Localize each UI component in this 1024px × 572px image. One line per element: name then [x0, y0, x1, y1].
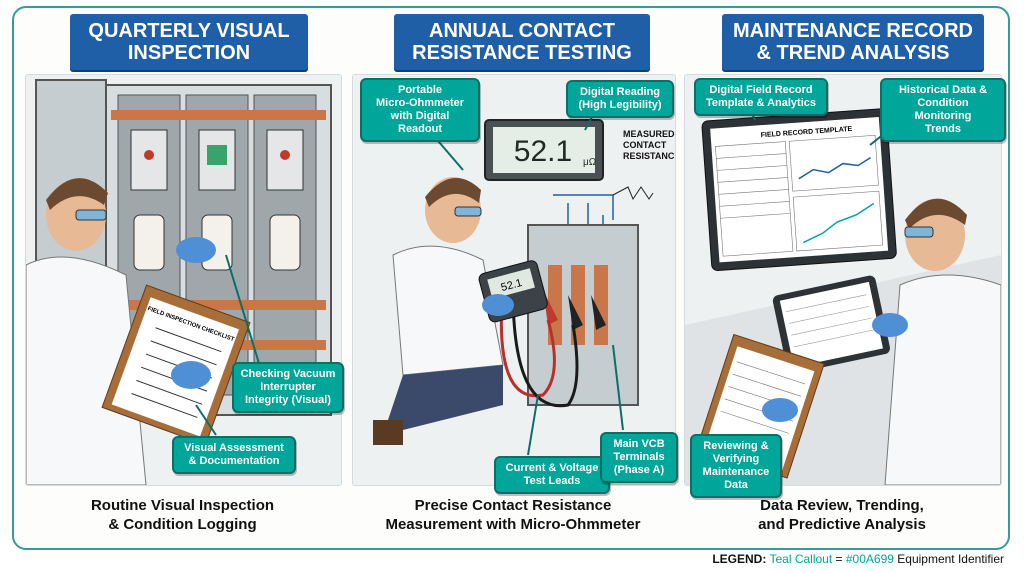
glove — [872, 313, 908, 337]
panel-2-caption: Precise Contact Resistance Measurement w… — [385, 497, 641, 533]
safety-glasses — [904, 226, 934, 238]
legend: LEGEND: Teal Callout = #00A699 Equipment… — [712, 552, 1004, 566]
monitor-screen — [710, 116, 889, 263]
callout-visual-assessment: Visual Assessment & Documentation — [172, 436, 296, 474]
test-lead-red — [499, 284, 556, 398]
meter-unit: μΩ — [583, 157, 597, 168]
vacuum-interrupter — [133, 214, 165, 271]
trend-line — [798, 157, 871, 180]
glove — [482, 294, 514, 316]
legend-meaning: Equipment Identifier — [897, 552, 1004, 566]
technician-pants — [383, 365, 503, 435]
test-clip-red — [543, 290, 558, 325]
panel-2-scene: 52.1 μΩ MEASURED CONTACT RESISTANCE — [352, 74, 676, 486]
resistance-test-illustration: 52.1 μΩ MEASURED CONTACT RESISTANCE — [373, 114, 675, 456]
vcb-terminal — [548, 265, 562, 345]
panel-2-title: ANNUAL CONTACT RESISTANCE TESTING — [394, 14, 650, 70]
legend-equals: = — [835, 552, 843, 566]
callout-vacuum-interrupter: Checking Vacuum Interrupter Integrity (V… — [232, 362, 344, 413]
monitor: FIELD RECORD TEMPLATE — [701, 108, 897, 272]
callout-digital-reading: Digital Reading (High Legibility) — [566, 80, 674, 118]
safety-glasses — [75, 209, 107, 221]
callout-vcb-terminals: Main VCB Terminals (Phase A) — [600, 432, 678, 483]
measured-label-line2: CONTACT — [623, 140, 667, 150]
measured-label-line1: MEASURED — [623, 129, 675, 139]
legend-item: Teal Callout — [769, 552, 833, 566]
panel-1-caption: Routine Visual Inspection & Condition Lo… — [90, 497, 275, 533]
callout-historical-data: Historical Data & Condition Monitoring T… — [880, 78, 1006, 142]
measured-label-line3: RESISTANCE — [623, 151, 675, 161]
digital-display-screen — [493, 127, 595, 173]
callout-reviewing-data: Reviewing & Verifying Maintenance Data — [690, 434, 782, 498]
panel-3-caption: Data Review, Trending, and Predictive An… — [758, 497, 926, 533]
copper-busbar — [111, 110, 326, 120]
callout-digital-field-record: Digital Field Record Template & Analytic… — [694, 78, 828, 116]
panel-1-scene: FIELD INSPECTION CHECKLIST — [25, 74, 342, 486]
meter-reading: 52.1 — [514, 135, 572, 168]
panel-1-title: QUARTERLY VISUAL INSPECTION — [70, 14, 308, 70]
legend-code: #00A699 — [845, 552, 894, 566]
glove — [176, 237, 216, 263]
handheld-reading: 52.1 — [500, 277, 524, 294]
inspection-illustration: FIELD INSPECTION CHECKLIST — [26, 79, 332, 485]
resistor-symbol — [612, 186, 654, 201]
test-clip-black — [568, 295, 583, 330]
panel-3-scene: FIELD RECORD TEMPLATE — [684, 74, 1002, 486]
panel-3-title: MAINTENANCE RECORD & TREND ANALYSIS — [722, 14, 984, 70]
tablet — [772, 275, 890, 374]
callout-test-leads: Current & Voltage Test Leads — [494, 456, 610, 494]
legend-label: LEGEND: — [712, 552, 767, 566]
technician-shirt — [884, 274, 1001, 485]
test-lead-black — [511, 289, 579, 408]
callout-portable-ohmmeter: Portable Micro-Ohmmeter with Digital Rea… — [360, 78, 480, 142]
